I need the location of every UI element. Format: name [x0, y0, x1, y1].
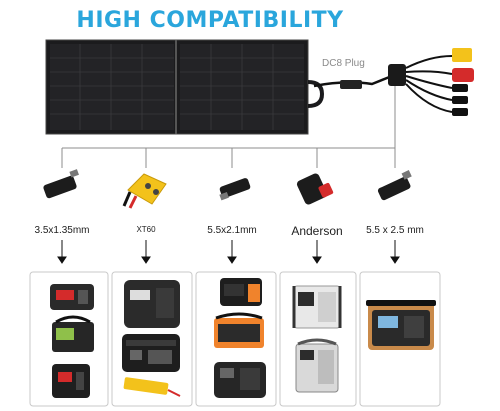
power-station-device	[295, 338, 339, 393]
power-station-device	[366, 300, 436, 350]
power-station-device	[124, 280, 180, 328]
anderson-connector	[452, 68, 474, 82]
connector-label: Anderson	[291, 224, 343, 238]
battery-device	[123, 377, 181, 397]
power-station-device	[122, 334, 180, 372]
anderson-plug-icon	[296, 173, 334, 205]
barrel-connector	[452, 96, 468, 104]
power-station-device	[292, 285, 342, 329]
connector-label: 5.5 x 2.5 mm	[366, 225, 424, 236]
splitter-hub	[388, 64, 406, 86]
xt60-plug-icon	[122, 173, 167, 209]
power-station-device	[52, 315, 94, 352]
down-arrows	[57, 240, 400, 264]
page-title: HIGH COMPATIBILITY	[76, 8, 344, 33]
power-station-device	[214, 312, 264, 348]
barrel-plug-medium-icon	[219, 178, 251, 201]
connector-label: 5.5x2.1mm	[207, 225, 257, 236]
barrel-connector	[452, 84, 468, 92]
connector-label: 3.5x1.35mm	[34, 225, 90, 236]
connector-label: XT60	[136, 225, 156, 234]
power-station-device	[214, 362, 266, 398]
barrel-plug-small-icon	[43, 169, 79, 199]
barrel-connector	[452, 108, 468, 116]
dc8-plug	[340, 80, 362, 89]
xt60-connector	[452, 48, 472, 62]
connection-lines	[61, 86, 396, 168]
dc8-plug-label: DC8 Plug	[322, 58, 365, 69]
power-station-device	[52, 364, 90, 398]
power-station-device	[220, 278, 262, 306]
solar-panel	[45, 39, 325, 135]
power-station-device	[50, 284, 94, 310]
barrel-plug-large-icon	[377, 170, 412, 201]
